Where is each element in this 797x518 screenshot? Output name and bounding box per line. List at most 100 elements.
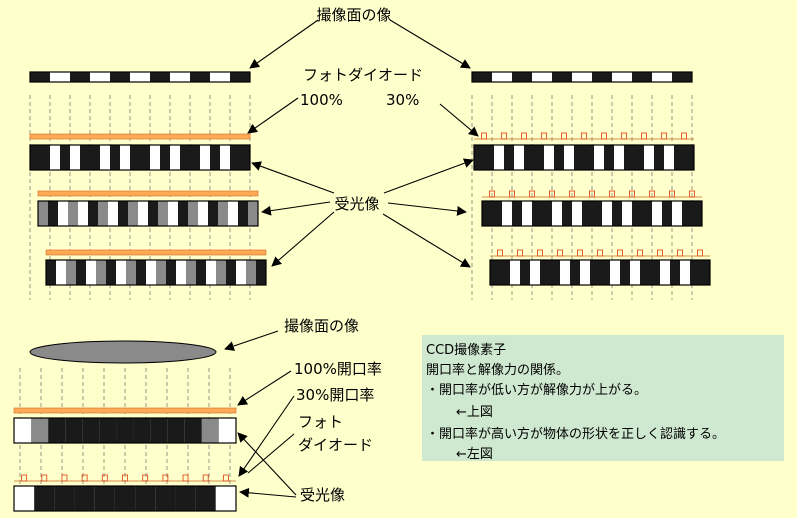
image-bar-left-cell	[90, 72, 110, 82]
bottom-row2-cell	[34, 486, 55, 511]
arrow-diode-left	[247, 97, 299, 134]
bottom-row1-cell	[65, 418, 83, 443]
right-row3-cell	[580, 260, 590, 285]
arrow-diode-right	[439, 103, 479, 137]
note-line-4: ・開口率が高い方が物体の形状を正しく認識する。	[426, 427, 726, 442]
left-row1-cell	[150, 145, 160, 170]
right-row1-diode-unit	[501, 132, 507, 140]
left-row1-cell	[70, 145, 80, 170]
right-row3-diode-unit	[617, 249, 623, 257]
received-image-label-top: 受光像	[334, 195, 379, 213]
right-row2-cell	[632, 201, 642, 226]
right-row1-cell	[494, 145, 504, 170]
image-bar-left-cell	[70, 72, 90, 82]
bottom-row2-diode-unit	[21, 474, 28, 482]
right-row1-cell	[614, 145, 624, 170]
bottom-row1-cell	[116, 418, 134, 443]
right-row2-cell	[672, 201, 682, 226]
right-row3-diode-unit	[657, 249, 663, 257]
right-row1-diode-unit	[661, 132, 667, 140]
left-row2-cell	[138, 201, 148, 226]
left-row1-cell	[100, 145, 110, 170]
image-bar-left-cell	[50, 72, 70, 82]
left-row3-cell	[86, 260, 96, 285]
bottom-row2-cell	[74, 486, 95, 511]
right-row3-diode-unit	[577, 249, 583, 257]
right-row3-cell	[700, 260, 710, 285]
right-row3-cell	[630, 260, 640, 285]
arrow-rcv-left-1	[251, 161, 335, 194]
bottom-row1-cell	[99, 418, 117, 443]
left-row2-cell	[38, 201, 48, 226]
image-bar-right-cell	[612, 72, 632, 82]
right-row2-diode-unit	[489, 190, 495, 198]
ccd-shapes	[13, 71, 711, 512]
image-bar-right-cell	[652, 72, 672, 82]
left-row1-frame	[29, 144, 251, 171]
right-row3-cell	[540, 260, 550, 285]
left-row1-cell	[110, 145, 120, 170]
left-row3-cell	[136, 260, 146, 285]
arrow-image-right	[389, 19, 471, 69]
image-bar-right-cell	[592, 72, 612, 82]
pointer-arrows	[224, 19, 479, 498]
right-row1-cell	[574, 145, 584, 170]
left-row2-cell	[218, 201, 228, 226]
right-row1-frame	[473, 144, 695, 171]
ccd-labels: 撮像面の像 フォトダイオード 100% 30% 受光像 撮像面の像 100%開口…	[284, 6, 423, 504]
bottom-row1-cell	[31, 418, 49, 443]
image-bar-right-cell	[512, 72, 532, 82]
note-box: CCD撮像素子 開口率と解像力の関係。 ・開口率が低い方が解像力が上がる。 ←上…	[422, 335, 784, 462]
right-row2-cell	[612, 201, 622, 226]
left-row1-cell	[180, 145, 190, 170]
arrow-image-bottom	[224, 330, 279, 351]
right-row1-diode-unit	[641, 132, 647, 140]
left-row2-cell	[188, 201, 198, 226]
bottom-row2-diode-unit	[61, 474, 68, 482]
aperture-30-label: 30%	[386, 91, 419, 109]
right-row2-diode-unit	[549, 190, 555, 198]
aperture-100-full-label: 100%開口率	[294, 360, 382, 378]
right-row2-diode-unit	[649, 190, 655, 198]
arrow-30-aperture	[238, 395, 295, 477]
bottom-row2-cell	[195, 486, 216, 511]
right-row2-cell	[622, 201, 632, 226]
left-row2-cell	[168, 201, 178, 226]
arrow-rcv-left-3	[271, 211, 335, 267]
left-row3-cell	[186, 260, 196, 285]
right-row1-diode-unit	[601, 132, 607, 140]
right-row1-cell	[504, 145, 514, 170]
left-row1-cell	[90, 145, 100, 170]
left-row2-cell	[58, 201, 68, 226]
left-row3-cell	[256, 260, 266, 285]
left-row2-cell	[108, 201, 118, 226]
bottom-row1-cell	[218, 418, 236, 443]
left-row2-cell	[88, 201, 98, 226]
arrow-image-left	[249, 19, 319, 69]
arrow-rcv-bottom-1	[237, 432, 297, 496]
left-row1-cell	[160, 145, 170, 170]
right-row2-cell	[662, 201, 672, 226]
bottom-row1-cell	[82, 418, 100, 443]
bottom-row1-cell	[184, 418, 202, 443]
image-bar-right-cell	[632, 72, 652, 82]
right-row2-cell	[482, 201, 492, 226]
right-row3-diode-unit	[557, 249, 563, 257]
left-row2-frame	[37, 200, 259, 227]
image-plane-label-bottom: 撮像面の像	[284, 317, 359, 335]
right-row1-cell	[544, 145, 554, 170]
left-row1-cell	[230, 145, 240, 170]
arrow-rcv-right-3	[382, 213, 471, 268]
right-row1-diode-unit	[481, 132, 487, 140]
right-row1-cell	[664, 145, 674, 170]
left-row1-cell	[120, 145, 130, 170]
right-row3-cell	[550, 260, 560, 285]
note-line-1: 開口率と解像力の関係。	[426, 363, 570, 378]
right-row3-cell	[570, 260, 580, 285]
bottom-row2-diode-unit	[142, 474, 149, 482]
note-line-3: ←上図	[456, 405, 493, 420]
left-row2-cell	[198, 201, 208, 226]
right-row3-cell	[590, 260, 600, 285]
bottom-row1-cell	[201, 418, 219, 443]
